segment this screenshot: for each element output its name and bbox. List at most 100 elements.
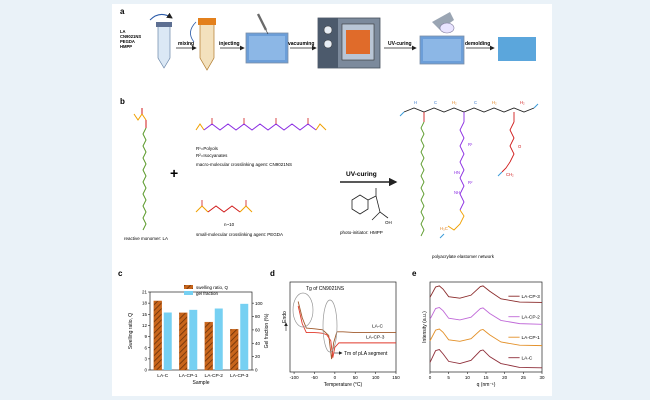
x-axis-label: q (nm⁻¹)	[477, 382, 496, 388]
atom-label: C	[474, 100, 477, 105]
panel-a-letter: a	[120, 7, 125, 16]
la-monomer-structure	[133, 108, 147, 231]
uv-curing-label: UV-curing	[346, 171, 377, 178]
bar-swelling	[204, 321, 213, 371]
y2-tick-label: 60	[255, 327, 261, 332]
panel-b-letter: b	[120, 97, 125, 106]
atom-label: NH	[454, 190, 460, 195]
n-label: n~10	[224, 222, 235, 227]
plot-frame	[289, 281, 397, 373]
x-tick-label: 15	[483, 375, 489, 380]
series-line	[429, 306, 543, 325]
x-tick-label: 50	[353, 375, 359, 380]
atom-label: H₃C	[440, 226, 448, 231]
tube-label-line: LA	[120, 29, 126, 34]
series-label: LA-CP-3	[366, 334, 385, 340]
x-tick-label: 0	[429, 375, 432, 380]
y-tick-label: 18	[142, 301, 148, 306]
legend-swatch-swelling	[184, 285, 193, 289]
y2-tick-label: 100	[255, 301, 263, 306]
y-tick-label: 15	[142, 312, 148, 317]
x-tick-label: 100	[372, 375, 380, 380]
atom-label: R¹	[468, 142, 473, 147]
tube-label-line: PEGDA	[120, 39, 135, 44]
tube-label-line: HMPP	[120, 44, 132, 49]
legend-label: swelling ratio, Q	[196, 285, 229, 290]
x-tick-label: LA-CP-1	[179, 373, 198, 379]
hmpp-structure	[351, 188, 389, 221]
y2-tick-label: 0	[255, 368, 258, 373]
bar-gel	[214, 308, 223, 370]
y2-tick-label: 80	[255, 314, 261, 319]
atom-label: H₂	[452, 100, 457, 105]
initiator-label: photo-initiator: HMPP	[340, 230, 383, 235]
x-tick-label: LA-CP-3	[230, 373, 249, 379]
tm-annotation: Tm of pLA segment	[344, 351, 388, 357]
step-uv-curing: UV-curing	[388, 41, 412, 47]
y-tick-label: 12	[142, 323, 148, 328]
x-axis-label: Temperature (°C)	[324, 382, 363, 388]
tg-highlight-ellipse	[292, 292, 314, 328]
series-line	[429, 328, 543, 347]
pegda-structure	[195, 200, 253, 213]
atom-label: C	[434, 100, 437, 105]
series-label: LA-CP-2	[521, 314, 540, 320]
y2-tick-label: 20	[255, 354, 261, 359]
oh-label: OH	[385, 220, 392, 225]
network-atom-labels: H C H₂ C H₂ H₂ HN R² NH R¹ O CH₂ H₃C	[414, 100, 525, 231]
x-tick-label: 0	[334, 375, 337, 380]
series-line	[297, 301, 396, 360]
panel-c-letter: c	[118, 269, 123, 278]
network-structure	[399, 103, 539, 239]
y-axis-label: Intensity (a.u.)	[422, 311, 428, 343]
step-mixing: mixing	[178, 41, 194, 47]
y-tick-label: 9	[144, 334, 147, 339]
mould-icon	[245, 13, 289, 64]
cn9021ns-structure	[195, 118, 327, 131]
y-tick-label: 0	[144, 368, 147, 373]
x-tick-label: 25	[521, 375, 527, 380]
series-label: LA-C	[521, 355, 532, 361]
legend-label: gel fraction	[196, 291, 219, 296]
series-label: LA-CP-1	[521, 335, 540, 341]
plot-frame	[149, 291, 253, 371]
bar-gel	[189, 309, 198, 370]
bar-swelling	[153, 300, 162, 371]
tube-icon	[149, 12, 173, 69]
atom-label: H	[414, 100, 417, 105]
atom-label: H₂	[492, 100, 497, 105]
r1-definition: R¹=Polyols	[196, 146, 219, 151]
y-axis-label: Swelling ratio, Q	[128, 313, 134, 350]
atom-label: H₂	[520, 100, 525, 105]
y-tick-label: 6	[144, 345, 147, 350]
step-vacuuming: vacuuming	[288, 41, 314, 47]
tube-label-line: CN9021NS	[120, 34, 141, 39]
bar-gel	[240, 303, 249, 370]
series-line	[297, 305, 396, 358]
x-tick-label: LA-C	[157, 373, 168, 379]
y-axis-label: Endo	[282, 311, 288, 323]
panel-d-letter: d	[270, 269, 275, 278]
x-tick-label: -50	[311, 375, 318, 380]
elastomer-film	[498, 37, 536, 61]
tube-icon	[190, 18, 216, 71]
series-label: LA-CP-3	[521, 294, 540, 300]
y-tick-label: 21	[142, 290, 148, 295]
plus-sign: +	[170, 165, 178, 181]
atom-label: R²	[468, 180, 473, 185]
bar-swelling	[230, 328, 239, 371]
r2-definition: R²=Isocyanates	[196, 153, 228, 158]
macro-crosslinker-label: macro-molecular crosslinking agent: CN90…	[196, 162, 292, 167]
step-injecting: injecting	[219, 41, 240, 47]
monomer-label: reactive monomer: LA	[124, 236, 168, 241]
vacuum-oven-icon	[317, 17, 381, 69]
series-line	[429, 285, 543, 303]
panel-b: b reactive monomer: LA + R¹=Polyols R²=I…	[120, 97, 539, 259]
x-tick-label: 20	[502, 375, 508, 380]
network-label: polyacrylate elastomer network	[432, 254, 495, 259]
